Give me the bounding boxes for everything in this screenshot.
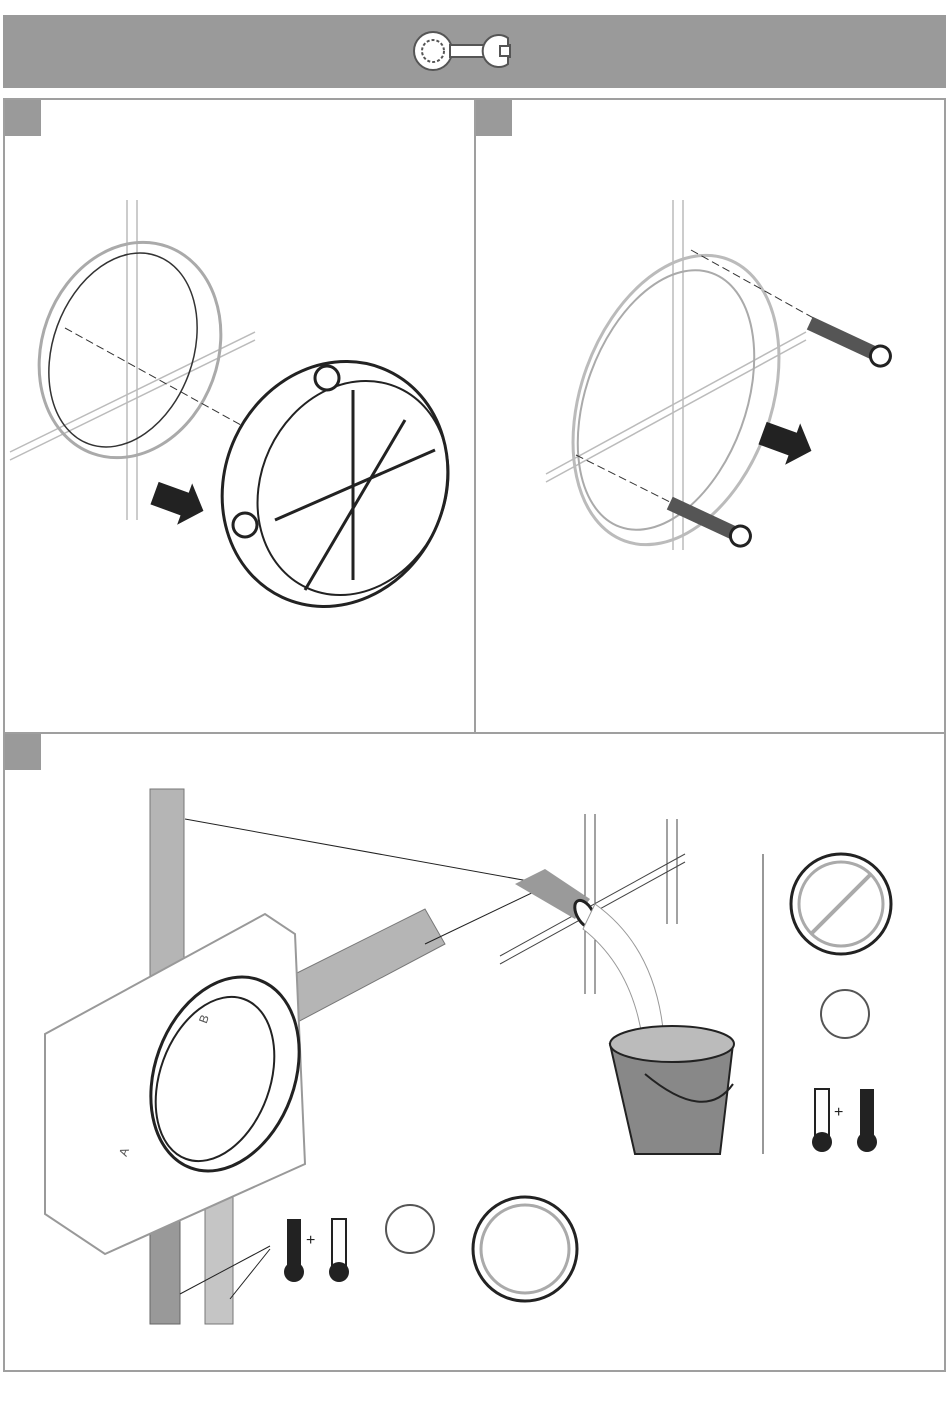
step-panel-3 [3, 732, 946, 1372]
plus-sign-2: + [834, 1104, 843, 1122]
screw-fixing-illustration [476, 100, 944, 732]
mounting-box-insert-illustration [5, 100, 474, 732]
step-panel-1 [3, 98, 476, 734]
wrench-icon [410, 28, 540, 74]
step-panel-2 [474, 98, 946, 734]
flush-pipes-illustration [5, 734, 944, 1370]
plus-sign-1: + [306, 1232, 315, 1250]
